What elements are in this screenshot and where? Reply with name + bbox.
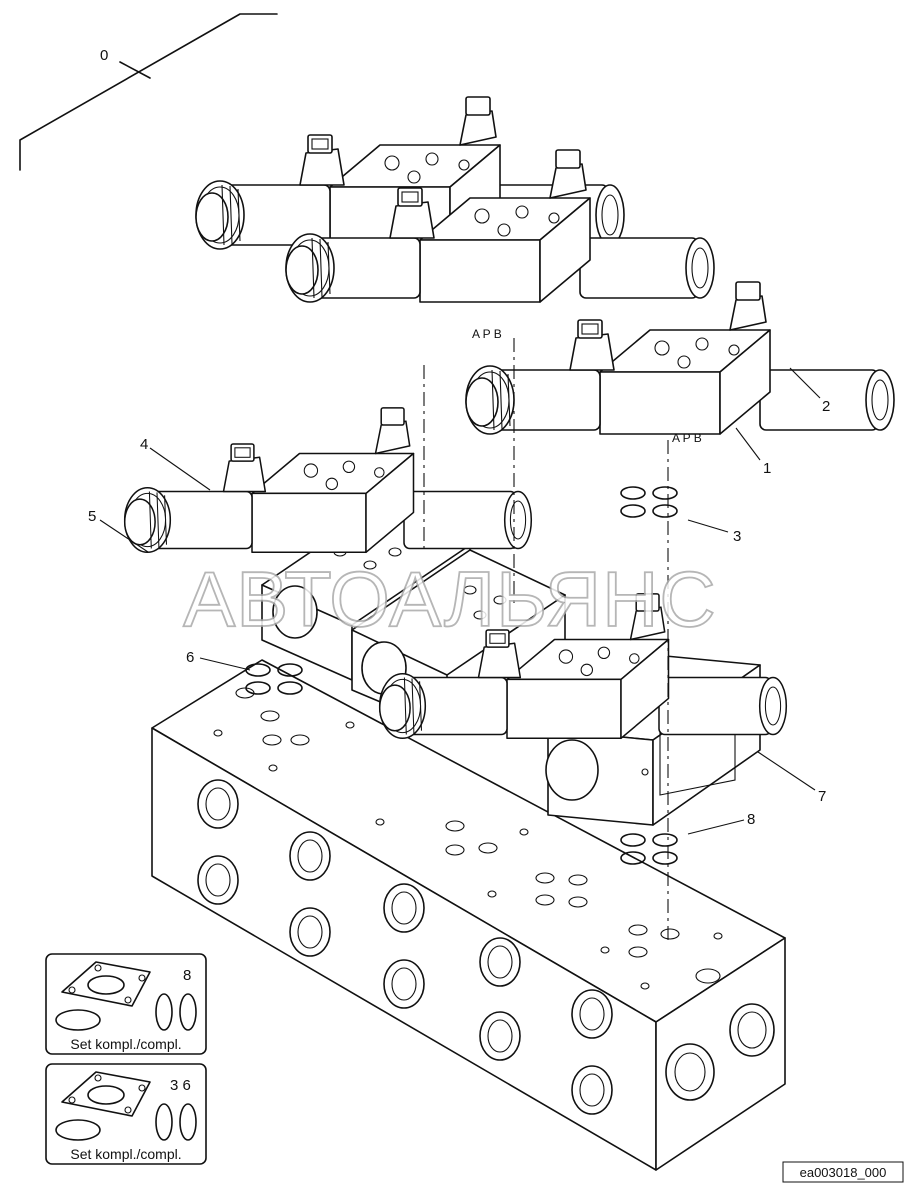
callout-7: 7: [818, 788, 826, 805]
seal-ring-icon: [55, 1009, 101, 1031]
manifold-side-ports: [197, 779, 775, 1115]
valve-marking-lower: A P B: [672, 431, 702, 445]
gasket-plate-icon: [61, 1071, 151, 1117]
callout-numbers: 0 1 2 3 4 5 6 7 8: [88, 47, 830, 828]
callout-1: 1: [763, 460, 771, 477]
kit-2-caption: Set kompl./compl.: [70, 1146, 181, 1162]
solenoid-valve-4: [123, 407, 533, 554]
o-ring-icon: [179, 993, 197, 1031]
o-ring-icon: [155, 993, 173, 1031]
gasket-plate-icon: [61, 961, 151, 1007]
kit-1-caption: Set kompl./compl.: [70, 1036, 181, 1052]
drawing-id-text: ea003018_000: [800, 1165, 887, 1180]
callout-2: 2: [822, 398, 830, 415]
callout-6: 6: [186, 649, 194, 666]
seal-ring-icon: [55, 1119, 101, 1141]
o-ring-icon: [155, 1103, 173, 1141]
seal-kit-box-1: 8 Set kompl./compl.: [45, 953, 207, 1055]
kit-1-numbers: 8: [183, 967, 191, 984]
manifold-block: [151, 659, 786, 1171]
o-rings-3: [620, 486, 678, 518]
center-lines: [423, 338, 669, 942]
callout-0: 0: [100, 47, 108, 64]
kit-2-numbers: 3 6: [170, 1077, 191, 1094]
callout-5: 5: [88, 508, 96, 525]
callout-3: 3: [733, 528, 741, 545]
valve-marking-upper: A P B: [472, 327, 502, 341]
callout-leaders: [99, 367, 821, 835]
drawing-id-label: ea003018_000: [782, 1161, 904, 1183]
callout-8: 8: [747, 811, 755, 828]
watermark: АВТОАЛЬЯНС: [183, 555, 717, 643]
assembly-bracket: [19, 13, 278, 171]
manifold-top-holes: [213, 687, 723, 990]
callout-4: 4: [140, 436, 148, 453]
o-ring-icon: [179, 1103, 197, 1141]
seal-kit-box-2: 3 6 Set kompl./compl.: [45, 1063, 207, 1165]
